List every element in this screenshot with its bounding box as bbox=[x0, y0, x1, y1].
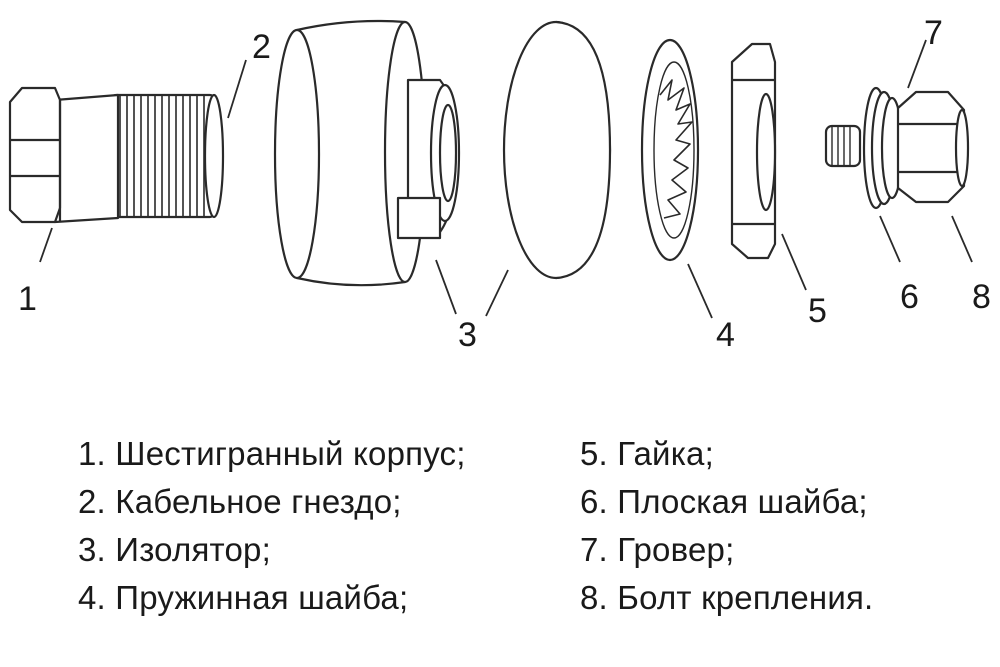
legend-column-right: 5. Гайка; 6. Плоская шайба; 7. Гровер; 8… bbox=[580, 430, 873, 622]
leader-lines bbox=[39, 39, 973, 319]
callout-2: 2 bbox=[252, 28, 271, 66]
legend-item: 6. Плоская шайба; bbox=[580, 483, 868, 520]
insulator-part bbox=[273, 19, 461, 287]
legend-item: 2. Кабельное гнездо; bbox=[78, 483, 402, 520]
parts-legend: 1. Шестигранный корпус; 2. Кабельное гне… bbox=[0, 430, 1000, 667]
bolt-assembly-part bbox=[824, 86, 970, 210]
hex-body-part bbox=[8, 86, 225, 224]
legend-item: 5. Гайка; bbox=[580, 435, 714, 472]
legend-item: 3. Изолятор; bbox=[78, 531, 271, 568]
legend-item: 1. Шестигранный корпус; bbox=[78, 435, 466, 472]
callout-6: 6 bbox=[900, 278, 919, 316]
legend-item: 7. Гровер; bbox=[580, 531, 735, 568]
legend-item: 8. Болт крепления. bbox=[580, 579, 874, 616]
spring-washer-part bbox=[640, 38, 700, 262]
disc-part bbox=[502, 20, 612, 280]
callout-5: 5 bbox=[808, 292, 827, 330]
callout-7: 7 bbox=[924, 14, 943, 52]
legend-item: 4. Пружинная шайба; bbox=[78, 579, 409, 616]
callout-1: 1 bbox=[18, 280, 37, 318]
callout-4: 4 bbox=[716, 316, 735, 354]
exploded-assembly-diagram: 1 2 3 4 5 6 7 8 bbox=[8, 14, 991, 354]
nut-part bbox=[730, 42, 777, 260]
legend-column-left: 1. Шестигранный корпус; 2. Кабельное гне… bbox=[78, 430, 466, 622]
callout-8: 8 bbox=[972, 278, 991, 316]
callout-3: 3 bbox=[458, 316, 477, 354]
